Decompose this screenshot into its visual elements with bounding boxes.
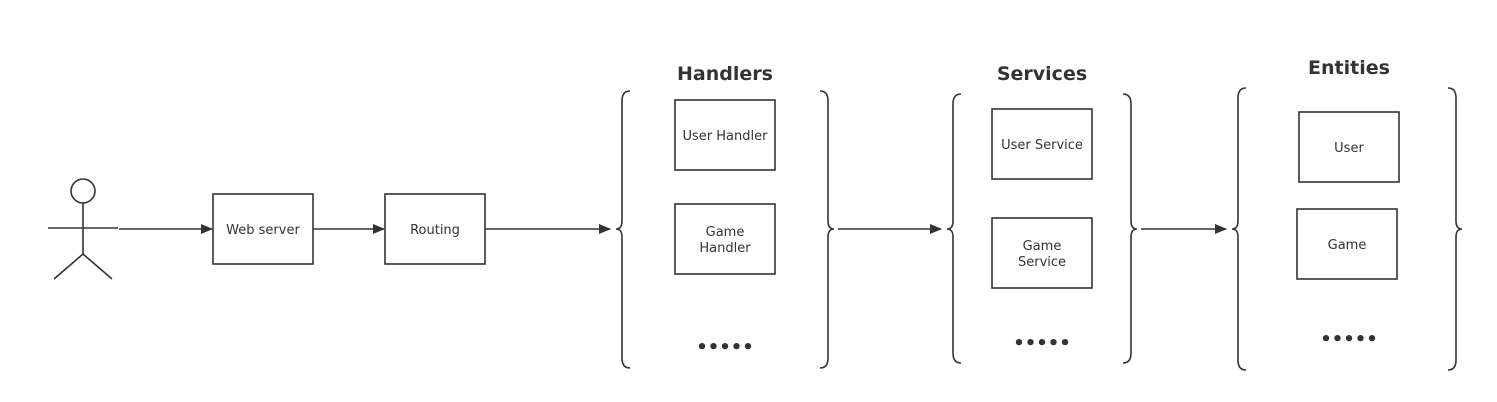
entities-title: Entities <box>1308 57 1390 79</box>
services-item-1: User Service <box>991 108 1093 180</box>
services-item-label: Service <box>1018 255 1066 270</box>
services-right-brace <box>1122 93 1138 364</box>
entities-item-2: Game <box>1296 208 1398 280</box>
entities-item-1: User <box>1298 111 1400 183</box>
handlers-item-1: User Handler <box>674 99 776 171</box>
services-left-brace <box>946 93 962 364</box>
handlers-right-brace <box>819 90 835 369</box>
handlers-item-label: User Handler <box>683 129 769 144</box>
services-item-label: User Service <box>1001 138 1083 153</box>
routing-node: Routing <box>384 193 486 265</box>
services-more-ellipsis: ••••• <box>1013 333 1071 354</box>
entities-right-brace <box>1447 87 1463 371</box>
entities-item-label: User <box>1334 141 1364 156</box>
handlers-more-ellipsis: ••••• <box>696 337 754 358</box>
handlers-item-label: Game <box>706 225 745 240</box>
handlers-title: Handlers <box>677 63 773 85</box>
web-server-node: Web server <box>212 193 314 265</box>
entities-item-label: Game <box>1328 238 1367 253</box>
entities-more-ellipsis: ••••• <box>1320 329 1378 350</box>
entities-left-brace <box>1231 87 1247 371</box>
services-title: Services <box>997 63 1087 85</box>
handlers-left-brace <box>615 90 631 369</box>
handlers-item-label: Handler <box>699 241 751 256</box>
services-item-label: Game <box>1023 239 1062 254</box>
routing-label: Routing <box>410 223 460 238</box>
stick-figure-icon <box>48 178 118 280</box>
web-server-label: Web server <box>226 223 300 238</box>
